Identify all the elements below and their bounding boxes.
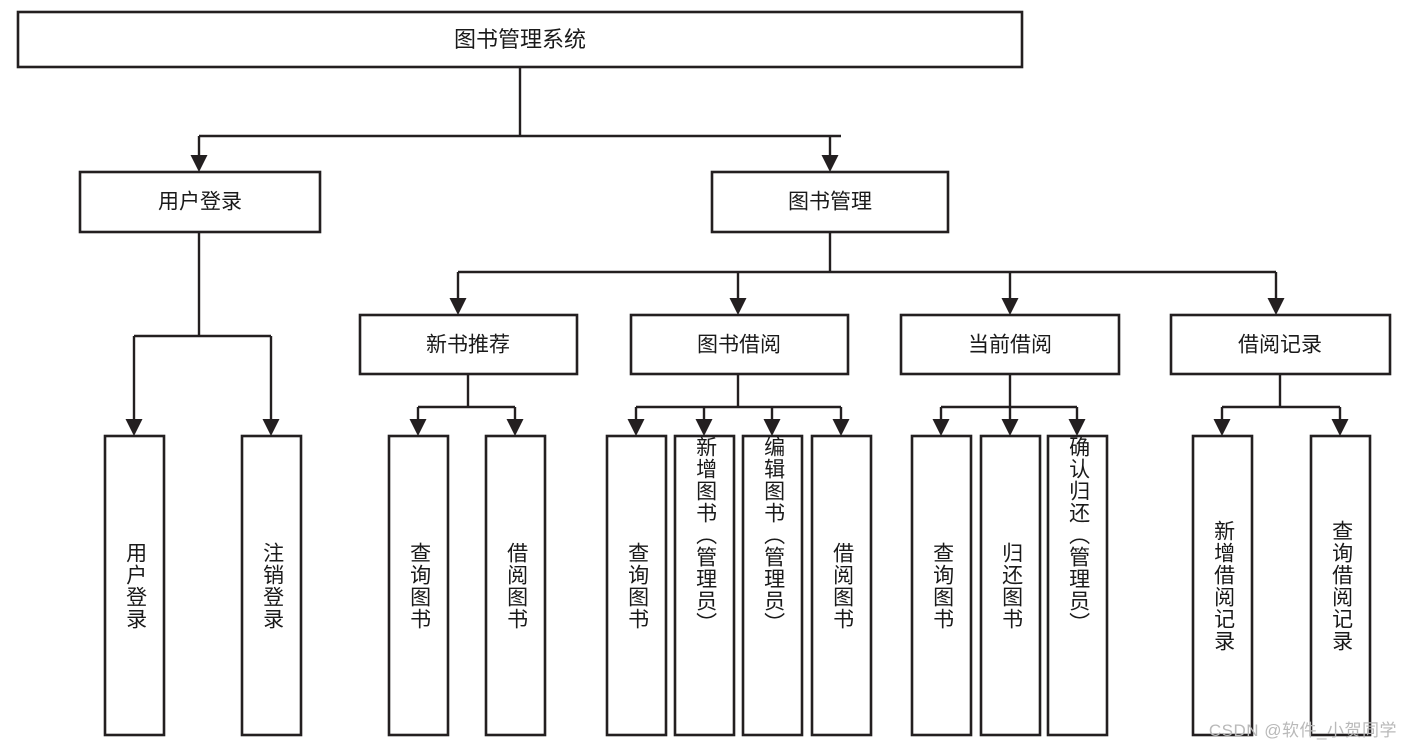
- node-new-book-recommend[interactable]: 新书推荐: [358, 313, 579, 376]
- leaf-node-logout[interactable]: [240, 434, 303, 737]
- csdn-watermark: CSDN @软件_小贺同学: [1208, 721, 1397, 740]
- leaf-node-add-record[interactable]: [1191, 434, 1254, 737]
- connector-bookborrow-to-leaves: [627, 374, 850, 436]
- node-borrow-record[interactable]: 借阅记录: [1169, 313, 1392, 376]
- connector-bookmgmt-to-level3: [449, 232, 1285, 315]
- node-book-borrow[interactable]: 图书借阅: [629, 313, 850, 376]
- leaf-node-edit-book[interactable]: [741, 434, 804, 737]
- node-current-borrow-label: 当前借阅: [968, 334, 1052, 357]
- leaf-node-borrow-book-1[interactable]: [484, 434, 547, 737]
- leaf-node-query-record[interactable]: [1309, 434, 1372, 737]
- leaf-node-confirm-return[interactable]: [1046, 434, 1109, 737]
- node-book-management[interactable]: 图书管理: [710, 170, 950, 234]
- node-book-borrow-label: 图书借阅: [697, 334, 781, 357]
- leaf-node-query-book-2[interactable]: [605, 434, 668, 737]
- arrow-to-leaf-add-record: [1213, 419, 1231, 436]
- arrow-to-leaf-user-login: [125, 419, 143, 436]
- node-root-system[interactable]: 图书管理系统: [16, 10, 1024, 69]
- node-borrow-record-label: 借阅记录: [1238, 334, 1322, 357]
- arrow-to-leaf-confirm-return: [1068, 419, 1086, 436]
- leaf-node-user-login[interactable]: [103, 434, 166, 737]
- node-current-borrow[interactable]: 当前借阅: [899, 313, 1121, 376]
- node-new-book-recommend-label: 新书推荐: [426, 334, 510, 357]
- arrow-to-current-borrow: [1001, 298, 1019, 315]
- arrow-to-leaf-add-book: [695, 419, 713, 436]
- arrow-to-leaf-query-record: [1331, 419, 1349, 436]
- node-book-management-label: 图书管理: [788, 191, 872, 214]
- arrow-to-leaf-query-book-3: [932, 419, 950, 436]
- leaf-node-borrow-book-2[interactable]: [810, 434, 873, 737]
- arrow-to-leaf-logout: [262, 419, 280, 436]
- leaf-node-return-book[interactable]: [979, 434, 1042, 737]
- arrow-to-user-login: [190, 155, 208, 172]
- arrow-to-borrow-record: [1267, 298, 1285, 315]
- connector-root-to-level2: [190, 67, 841, 172]
- arrow-to-leaf-return-book: [1001, 419, 1019, 436]
- connector-borrowrecord-to-leaves: [1213, 374, 1349, 436]
- leaf-node-query-book-1[interactable]: [387, 434, 450, 737]
- connector-userlogin-to-leaves: [125, 232, 280, 436]
- node-user-login-label: 用户登录: [158, 191, 242, 214]
- arrow-to-leaf-query-book-1: [409, 419, 427, 436]
- leaf-node-add-book[interactable]: [673, 434, 736, 737]
- arrow-to-leaf-borrow-book-2: [832, 419, 850, 436]
- arrow-to-book-management: [821, 155, 839, 172]
- node-root-label: 图书管理系统: [454, 27, 586, 52]
- leaf-node-query-book-3[interactable]: [910, 434, 973, 737]
- arrow-to-book-borrow: [729, 298, 747, 315]
- arrow-to-new-book-recommend: [449, 298, 467, 315]
- arrow-to-leaf-borrow-book-1: [506, 419, 524, 436]
- arrow-to-leaf-query-book-2: [627, 419, 645, 436]
- connector-newbook-to-leaves: [409, 374, 524, 436]
- arrow-to-leaf-edit-book: [763, 419, 781, 436]
- connector-currentborrow-to-leaves: [932, 374, 1086, 436]
- node-user-login[interactable]: 用户登录: [78, 170, 322, 234]
